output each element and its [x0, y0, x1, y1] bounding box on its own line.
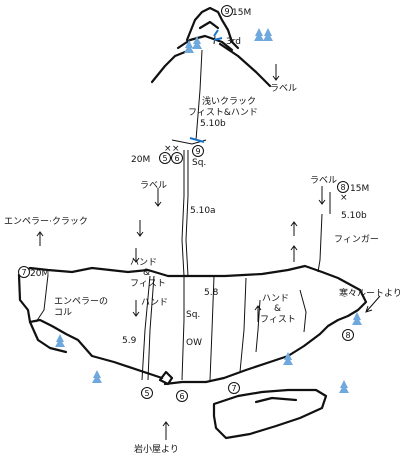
finger-label: フィンガー — [334, 234, 379, 245]
grade-59-label: 5.9 — [122, 336, 137, 346]
tree-icon — [352, 312, 362, 325]
hand-left-label: ハンド — [141, 298, 168, 308]
anchor-20m-label: 20M — [131, 155, 150, 165]
shallow-crack-label: 浅いクラック — [202, 95, 256, 107]
p8-15m-label: 15M — [350, 184, 369, 194]
anchor-6-top: 6 — [175, 154, 180, 163]
emperor-col-1: エンペラーの — [54, 296, 108, 307]
anchor-5-top: 5 — [163, 154, 168, 163]
anchor-6-low: 6 — [180, 392, 185, 401]
trees — [55, 28, 362, 393]
rappel-top-arrow — [272, 64, 280, 81]
belay-anchors: 9 9 5 6 7 8 8 5 6 7 — [18, 5, 354, 402]
from-samusamu-label: 寒々ルートより — [339, 287, 402, 299]
anchor-7-low: 7 — [232, 384, 237, 393]
rappel-right-arrow — [318, 186, 326, 205]
ow-label: OW — [186, 338, 202, 348]
emperor-col-2: コル — [54, 308, 72, 318]
anchor-8-low: 8 — [346, 331, 351, 340]
rappel-left-arrow — [154, 188, 162, 207]
rappel-left-label: ラベル — [140, 180, 167, 191]
rappel-right-label: ラベル — [310, 175, 337, 186]
grade-510a-label: 5.10a — [190, 206, 216, 216]
hand-fist-right-3: フィスト — [260, 315, 296, 325]
svg-text:×: × — [172, 144, 180, 154]
svg-text:×: × — [164, 144, 172, 154]
emperor-crack-arrow — [36, 231, 44, 246]
from-iwagoya-label: 岩小屋より — [134, 443, 179, 455]
third-label: 3rd — [226, 37, 241, 47]
svg-text:×: × — [340, 193, 348, 203]
anchor-9-top: 9 — [225, 7, 230, 16]
anchor-7-left: 7 — [22, 268, 27, 277]
rappel-top-label: ラベル — [270, 83, 297, 94]
arrows — [36, 64, 381, 440]
p7-20m-label: 20M — [30, 269, 49, 279]
sq-low-label: Sq. — [186, 310, 200, 320]
emperor-crack-label: エンペラー·クラック — [4, 216, 88, 227]
tree-icon — [254, 28, 264, 41]
anchor-8-right: 8 — [341, 183, 346, 192]
route-labels: 15M 3rd ラベル 浅いクラック フィスト&ハンド 5.10b 20M Sq… — [4, 8, 402, 455]
grade-510b-top: 5.10b — [200, 119, 226, 129]
tree-icon — [92, 370, 102, 383]
hand-fist-right-2: & — [274, 304, 281, 314]
anchor-x-marks: × × × — [164, 144, 348, 203]
boulder — [158, 370, 174, 386]
fist-hand-label: フィスト&ハンド — [188, 108, 258, 118]
hand-fist-left-3: フィスト — [130, 279, 166, 289]
bolt-marks — [189, 29, 223, 144]
anchor-9-mid: 9 — [196, 147, 201, 156]
samusamu-arrow — [365, 295, 381, 313]
grade-58-label: 5.8 — [204, 288, 219, 298]
tree-icon — [283, 352, 293, 365]
tree-icon — [55, 334, 65, 347]
hand-fist-left-1: ハンド — [130, 258, 157, 268]
hand-fist-right-1: ハンド — [262, 294, 289, 304]
tree-icon — [339, 380, 349, 393]
tree-icon — [263, 28, 273, 41]
iwagoya-arrow — [162, 421, 170, 440]
tree-icon — [184, 40, 194, 53]
hand-fist-left-2: & — [143, 268, 150, 278]
tree-icon — [192, 36, 202, 49]
route-lines — [35, 35, 331, 381]
anchor-5-low: 5 — [145, 389, 150, 398]
grade-510b-right: 5.10b — [341, 211, 367, 221]
sq-mid-label: Sq. — [192, 158, 206, 168]
p9-top-length: 15M — [232, 8, 251, 18]
